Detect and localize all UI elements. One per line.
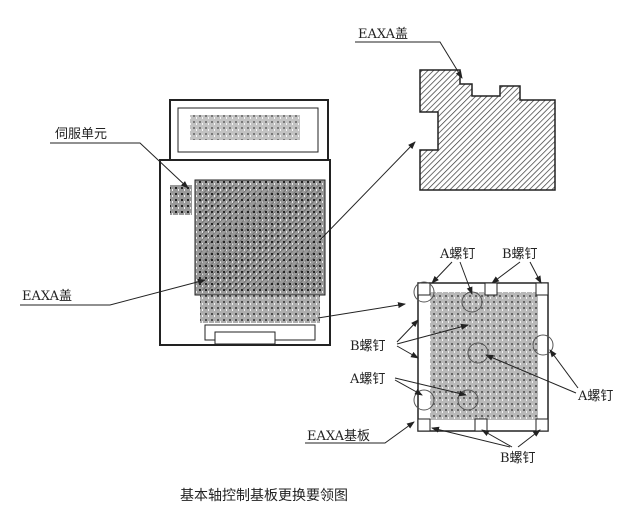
- label-a-screw-top: A螺钉: [439, 247, 475, 262]
- label-b-screw-top: B螺钉: [502, 247, 538, 262]
- label-b-screw-left: B螺钉: [350, 339, 386, 354]
- label-a-screw-right: A螺钉: [577, 389, 613, 404]
- label-b-screw-bottom: B螺钉: [500, 451, 536, 466]
- label-cover-left: EAXA盖: [22, 289, 72, 304]
- eaxa-cover-drawing: [419, 69, 556, 191]
- label-a-screw-left: A螺钉: [349, 372, 385, 387]
- eaxa-board-drawing: [413, 281, 554, 432]
- label-board: EAXA基板: [307, 429, 370, 444]
- label-servo-unit: 伺服单元: [55, 127, 107, 142]
- figure-caption: 基本轴控制基板更换要领图: [180, 487, 348, 504]
- label-cover-top: EAXA盖: [358, 27, 408, 42]
- servo-unit-drawing: [159, 99, 331, 346]
